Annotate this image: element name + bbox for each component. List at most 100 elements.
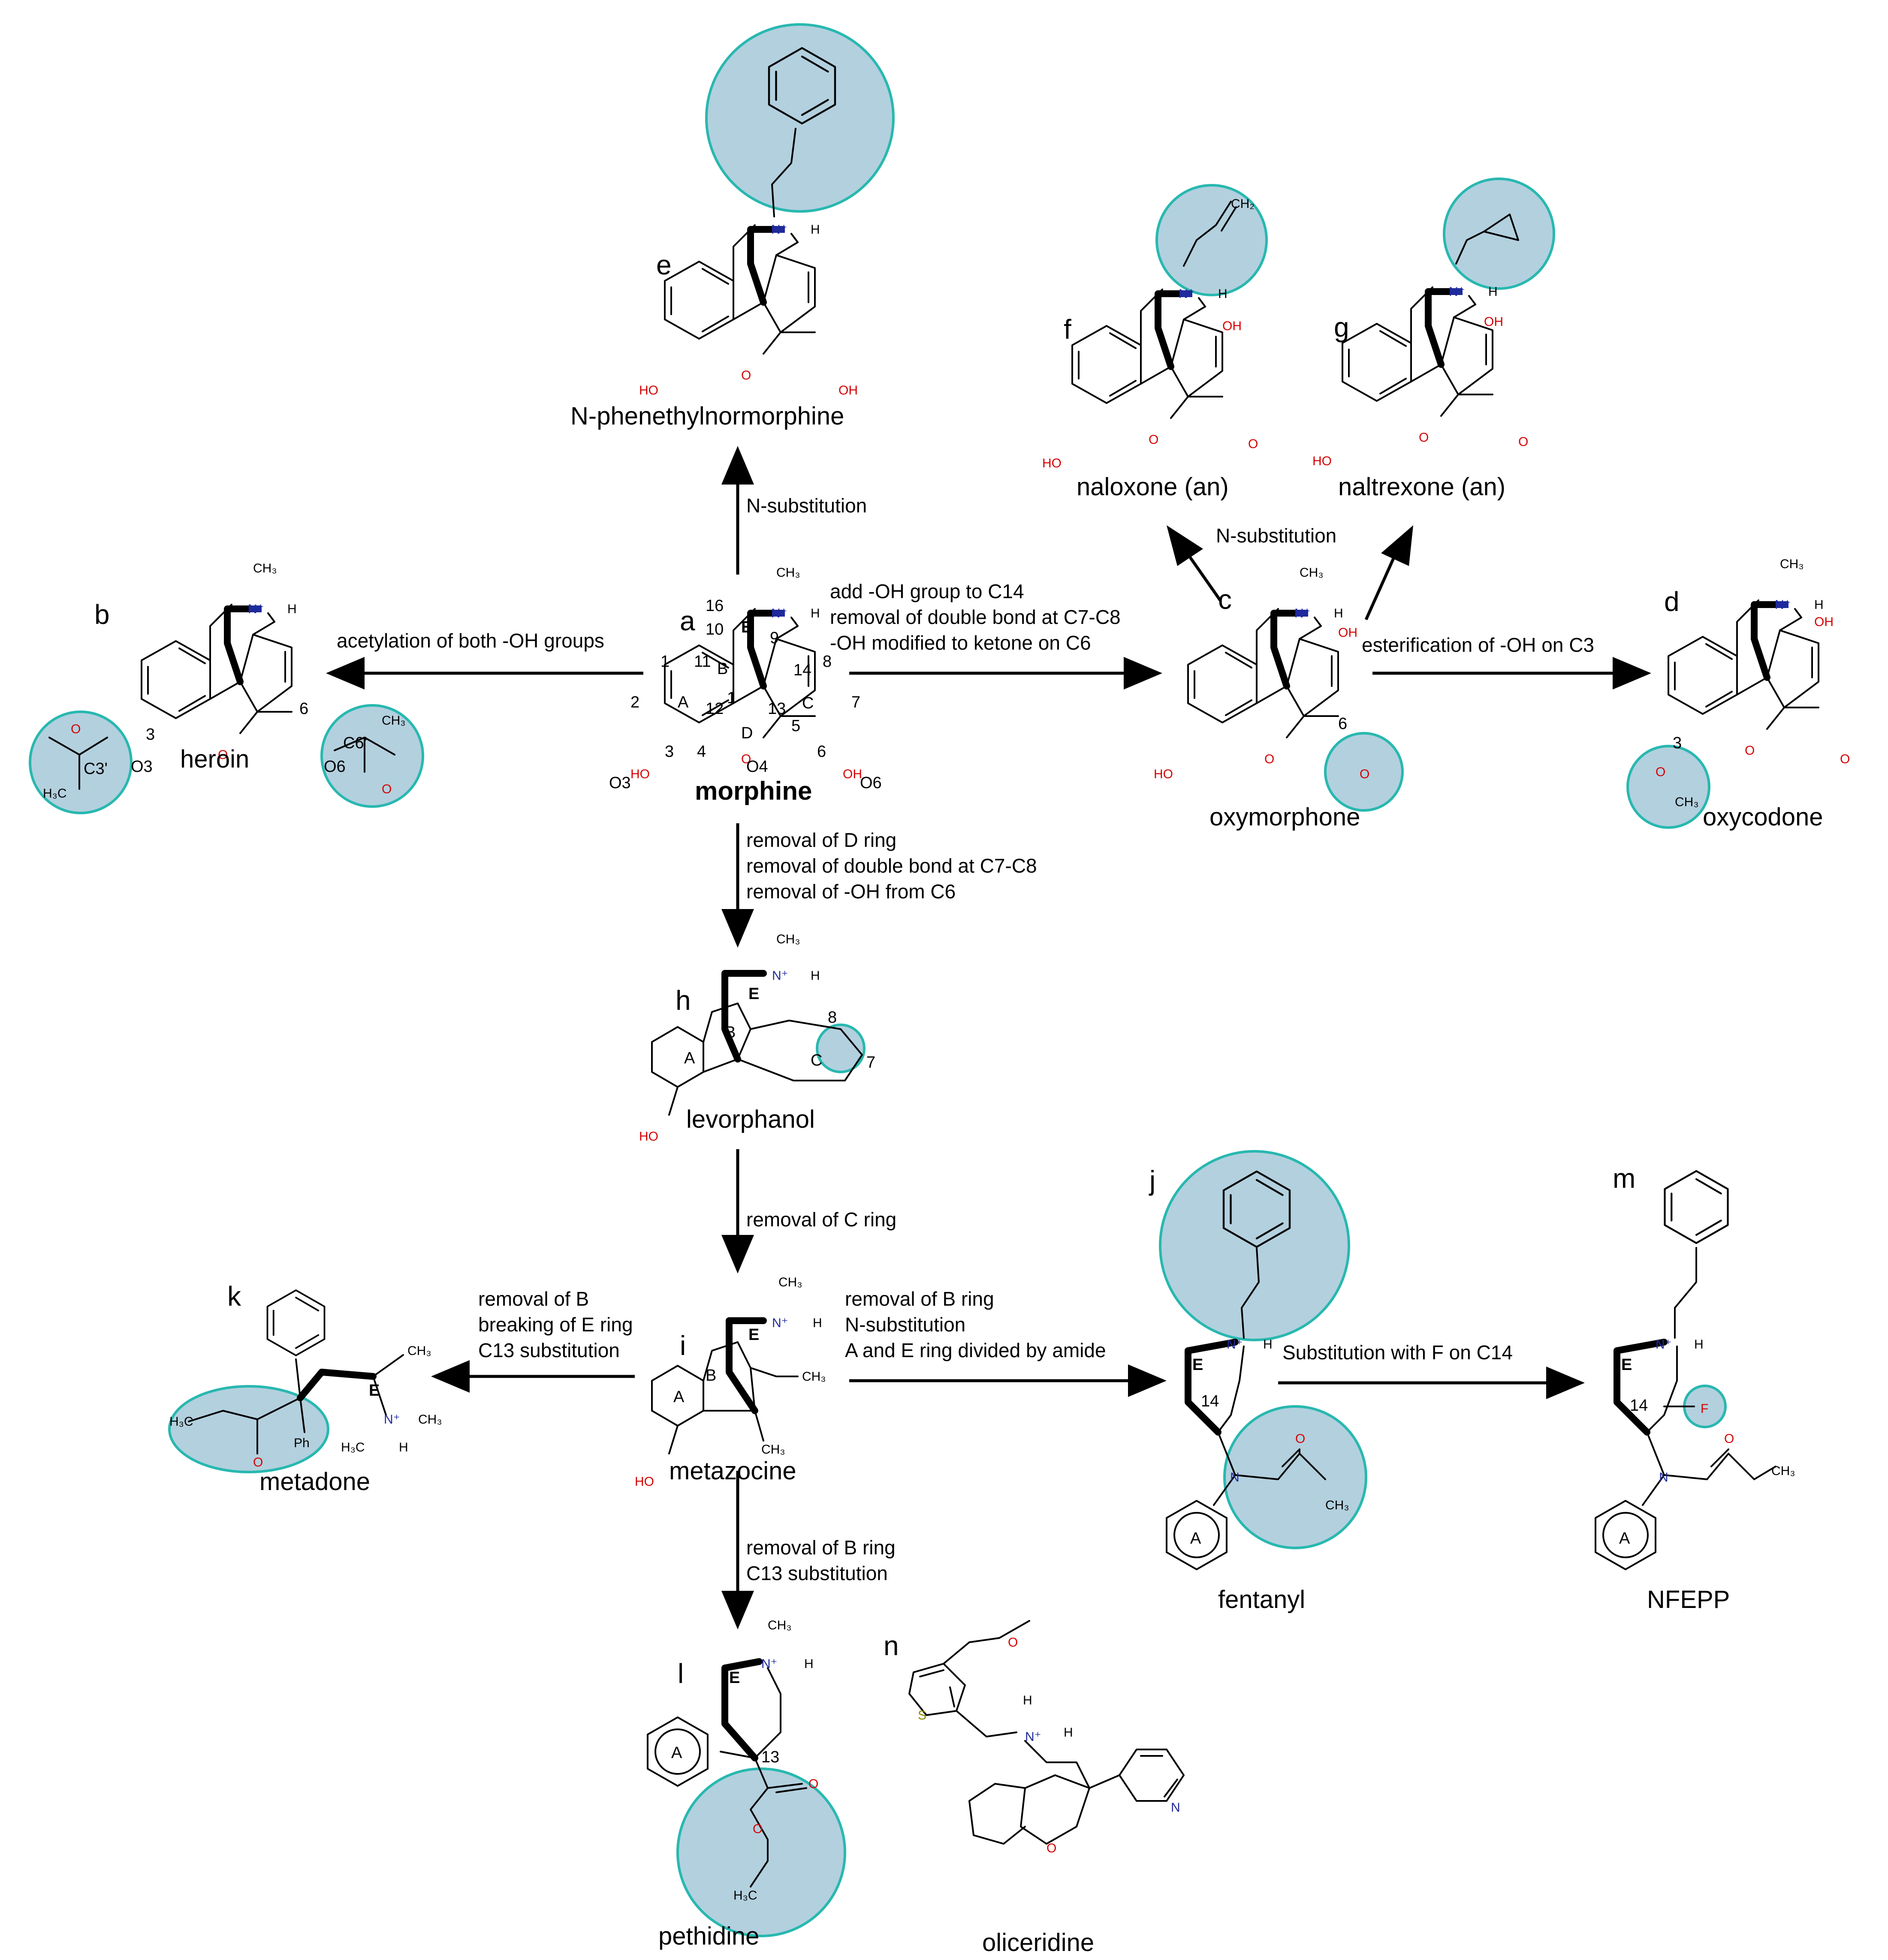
a-to-c-step-1: add -OH group to C14 [830, 580, 1024, 602]
compound-g-letter: g [1334, 312, 1349, 343]
compound-n-name: oliceridine [982, 1929, 1094, 1957]
morphine-ring-e: E [741, 618, 752, 636]
b-c3prime: C3' [84, 760, 108, 778]
d-n-h: H [1814, 598, 1824, 612]
h-ring-e: E [748, 985, 759, 1003]
i-ring-a: A [673, 1388, 685, 1406]
compound-j-name: fentanyl [1218, 1586, 1305, 1614]
c-ho: HO [1154, 767, 1173, 781]
compound-k-metadone: k H₃C O Ph CH₃ N⁺ CH₃ H₃C H E metadone [169, 1281, 442, 1496]
arrow-a-to-c [1124, 657, 1162, 689]
b-c6prime: C6' [343, 734, 367, 752]
arrow-c-to-d [1613, 657, 1651, 689]
compound-a-morphine: a N⁺ H CH₃ HO O OH A B C D E 1 2 3 4 5 6… [609, 566, 882, 805]
g-oh: OH [1484, 315, 1503, 329]
k-h3c-n: H₃C [341, 1440, 365, 1454]
b-h3c-1: H₃C [43, 786, 67, 801]
f-ketone-o: O [1248, 437, 1258, 451]
compound-c-oxymorphone: c N⁺ H CH₃ OH HO O O 6 oxymorphone [1154, 566, 1369, 831]
g-ketone-o: O [1518, 435, 1528, 449]
c-oh-14: OH [1338, 626, 1357, 640]
l-carbonyl-o: O [808, 1777, 818, 1791]
arrow-h-to-i [721, 1235, 754, 1274]
morphine-ring-c: C [802, 694, 814, 712]
j-amide-o: O [1295, 1432, 1305, 1446]
c-n-methyl: CH₃ [1300, 566, 1324, 580]
compound-k-name: metadone [259, 1468, 370, 1496]
d-ketone-o: O [1840, 752, 1850, 766]
h-pos-7: 7 [866, 1054, 875, 1072]
f-o: O [1149, 433, 1158, 447]
morphine-pos-1: 1 [660, 653, 670, 671]
h-ring-a: A [684, 1049, 695, 1067]
compound-n-letter: n [884, 1630, 899, 1661]
j-amide-highlight [1223, 1405, 1367, 1549]
compound-l-letter: l [678, 1658, 684, 1689]
j-ch3: CH₃ [1325, 1498, 1349, 1512]
compound-d-name: oxycodone [1703, 803, 1823, 831]
arrow-i-to-k [431, 1360, 470, 1393]
k-n-h: H [399, 1440, 408, 1454]
morphine-pos-5: 5 [791, 717, 800, 735]
compound-e-name: N-phenethylnormorphine [570, 402, 844, 430]
d-methoxy-o: O [1656, 765, 1665, 779]
k-n-atom: N⁺ [384, 1412, 400, 1427]
compound-j-fentanyl: j N⁺ H N O CH₃ E 14 A fentanyl [1149, 1165, 1349, 1614]
morphine-o6: OH [843, 767, 862, 781]
a-to-c-step-3: -OH modified to ketone on C6 [830, 632, 1091, 654]
k-ring-e: E [369, 1382, 380, 1400]
morphine-pos-12: 12 [706, 700, 724, 718]
g-n-atom: N⁺ [1449, 285, 1465, 299]
arrow-a-to-b [326, 657, 365, 689]
m-amide-o: O [1724, 1432, 1734, 1446]
compound-e-n-phenethylnormorphine: e N⁺ H HO O OH N-phenethylnormorphine [570, 48, 858, 430]
b-n-atom: N⁺ [248, 602, 264, 616]
morphine-ring-b: B [717, 660, 728, 678]
morphine-pos-16: 16 [706, 597, 724, 615]
e-oh: OH [838, 383, 858, 397]
b-acetyl3-highlight [29, 711, 133, 814]
e-o: O [741, 368, 751, 382]
l-n-atom: N⁺ [761, 1657, 778, 1671]
d-n-atom: N⁺ [1775, 598, 1791, 612]
morphine-pos-8: 8 [823, 653, 832, 671]
b-pos-3: 3 [146, 726, 155, 744]
h-ring-c: C [811, 1051, 822, 1069]
morphine-o4: O [741, 752, 751, 766]
morphine-pos-13: 13 [768, 700, 786, 718]
m-ch3: CH₃ [1771, 1464, 1795, 1478]
h-n-atom: N⁺ [772, 969, 788, 983]
compound-n-oliceridine: n S O N⁺ H H O N oliceridine [884, 1620, 1185, 1957]
g-cyclopropyl-highlight [1443, 178, 1555, 290]
d-n-methyl: CH₃ [1780, 557, 1804, 571]
arrow-a-to-h [721, 909, 754, 948]
compound-c-name: oxymorphone [1209, 803, 1360, 831]
i-to-j-step-3: A and E ring divided by amide [845, 1339, 1106, 1361]
f-n-atom: N⁺ [1179, 287, 1195, 301]
morphine-pos-3: 3 [665, 743, 674, 761]
k-ph: Ph [294, 1436, 310, 1450]
i-to-k-step-3: C13 substitution [478, 1339, 620, 1361]
morphine-ring-d: D [741, 724, 753, 742]
g-ho: HO [1312, 454, 1332, 468]
arrow-c-to-g [1381, 525, 1413, 566]
morphine-n-methyl: CH₃ [776, 566, 800, 580]
compound-g-name: naltrexone (an) [1338, 473, 1505, 501]
morphine-pos-11: 11 [694, 653, 711, 671]
k-ch3-top: CH₃ [407, 1344, 431, 1358]
i-ring-b: B [706, 1367, 716, 1385]
m-n-h: H [1694, 1337, 1704, 1352]
i-n-h: H [813, 1316, 822, 1330]
i-to-l-step-1: removal of B ring [746, 1536, 896, 1559]
morphine-pos-4: 4 [697, 743, 706, 761]
compound-h-letter: h [676, 985, 691, 1016]
compound-l-name: pethidine [658, 1922, 759, 1950]
e-phenethyl-highlight [705, 23, 895, 213]
compound-k-letter: k [227, 1281, 241, 1312]
compound-e-letter: e [656, 250, 672, 280]
reaction-arrows [326, 446, 1651, 1629]
morphine-o6-label: O6 [860, 774, 882, 792]
compound-i-name: metazocine [669, 1457, 796, 1485]
l-n-methyl: CH₃ [768, 1618, 792, 1632]
compound-b-heroin: b N⁺ H CH₃ O 3 6 H₃C O C3' O3 CH₃ O C6' … [43, 561, 406, 801]
